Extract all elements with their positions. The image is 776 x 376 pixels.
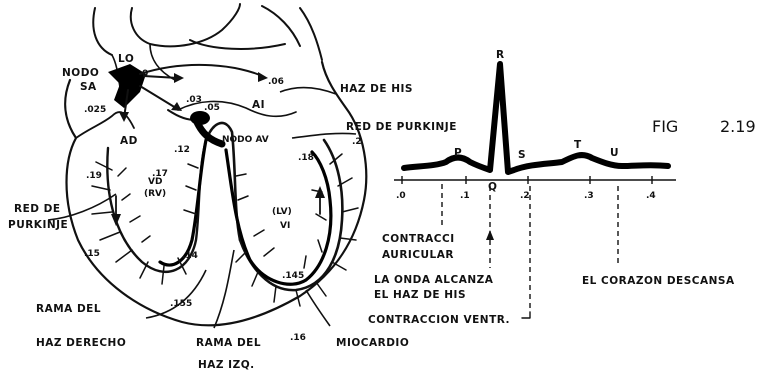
time-03: .03 <box>186 95 202 105</box>
time-15: .15 <box>84 249 100 259</box>
red-purkinje-left-2: PURKINJE <box>8 219 68 231</box>
vi-label-2: VI <box>280 221 290 231</box>
av-node <box>190 111 210 125</box>
time-14: .14 <box>182 251 198 261</box>
arrow-up-his <box>486 230 494 240</box>
annotation-contraccion-auricular-2: AURICULAR <box>382 249 454 261</box>
time-18: .18 <box>298 153 314 163</box>
nodo-sa-label-1: NODO <box>62 67 99 79</box>
annotation-contraccion-ventr: CONTRACCION VENTR. <box>368 314 510 326</box>
ventr-bracket <box>522 312 530 318</box>
rama-derecho-1: RAMA DEL <box>36 303 101 315</box>
fig-number: 2.19 <box>720 117 756 136</box>
annotation-onda-alcanza-1: LA ONDA ALCANZA <box>374 274 494 286</box>
annotation-contraccion-auricular-1: CONTRACCI <box>382 233 455 245</box>
time-025: .025 <box>84 105 106 115</box>
wave-s: S <box>518 149 526 161</box>
wave-t: T <box>574 139 582 151</box>
haz-de-his-label: HAZ DE HIS <box>340 83 413 95</box>
left-bundle-branch <box>226 150 331 284</box>
time-16: .16 <box>290 333 306 343</box>
rama-izq-2: HAZ IZQ. <box>198 359 255 371</box>
arrow-heads <box>111 72 325 226</box>
ecg-waveform <box>404 64 668 172</box>
right-bundle-branch <box>160 140 206 265</box>
rama-derecho-2: HAZ DERECHO <box>36 337 126 349</box>
ecg-chart: FIG 2.19 .0 .1 .2 .3 .4 P Q R S T U <box>368 49 756 326</box>
annotation-corazon-descansa: EL CORAZON DESCANSA <box>582 275 735 287</box>
fig-label: FIG <box>652 117 678 136</box>
tick-2: .2 <box>520 191 530 201</box>
wave-r: R <box>496 49 505 61</box>
pulmonary-outline <box>190 6 322 60</box>
time-12: .12 <box>174 145 190 155</box>
red-purkinje-top-label: RED DE PURKINJE <box>346 121 457 133</box>
wave-p: P <box>454 147 462 159</box>
red-purkinje-left-1: RED DE <box>14 203 61 215</box>
lo-label: LO <box>118 53 134 65</box>
annotation-onda-alcanza-2: EL HAZ DE HIS <box>374 289 466 301</box>
tick-3: .3 <box>584 191 594 201</box>
time-19: .19 <box>86 171 102 181</box>
ai-label: AI <box>252 99 265 111</box>
tick-1: .1 <box>460 191 470 201</box>
time-155: .155 <box>170 299 192 309</box>
tick-0: .0 <box>396 191 406 201</box>
time-05: .05 <box>204 103 220 113</box>
annotation-leaders <box>442 184 618 312</box>
wave-u: U <box>610 147 619 159</box>
time-0: 0 <box>142 69 148 79</box>
time-145: .145 <box>282 271 304 281</box>
vi-label-1: (LV) <box>272 207 292 217</box>
nodo-sa-label-2: SA <box>80 81 97 93</box>
nodo-av-label: NODO AV <box>222 135 269 145</box>
vd-label-2: (RV) <box>144 189 166 199</box>
ad-label: AD <box>120 135 138 147</box>
time-2: .2 <box>352 137 362 147</box>
tick-4: .4 <box>646 191 656 201</box>
time-06: .06 <box>268 77 284 87</box>
miocardio-label: MIOCARDIO <box>336 337 409 349</box>
time-17: .17 <box>152 169 168 179</box>
rama-izq-1: RAMA DEL <box>196 337 261 349</box>
